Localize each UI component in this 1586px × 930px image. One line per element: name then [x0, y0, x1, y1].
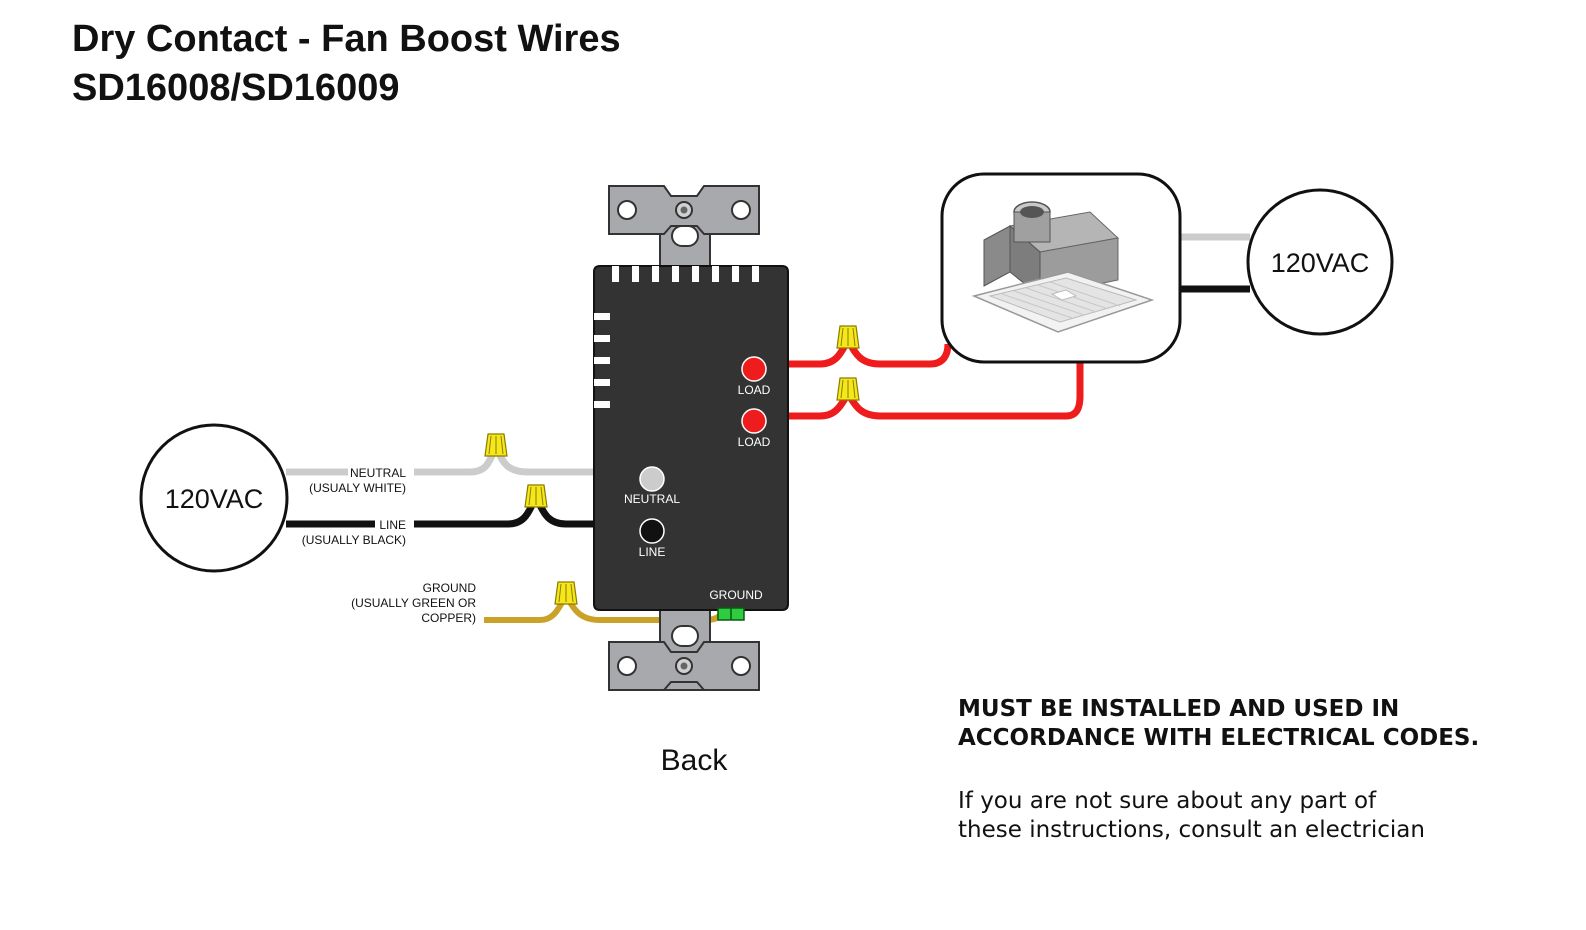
- power-source-left: 120VAC: [139, 423, 289, 573]
- load-wire-nut-2: [836, 377, 860, 401]
- ground-wire-note-2: COPPER): [421, 611, 476, 625]
- neutral-terminal: [639, 466, 665, 492]
- line-wire-nut: [524, 484, 548, 508]
- line-wire-note: (USUALLY BLACK): [302, 533, 406, 547]
- wires: [286, 233, 1250, 623]
- power-source-right: 120VAC: [1246, 188, 1394, 336]
- neutral-wire-label: NEUTRAL: [350, 466, 406, 480]
- power-source-left-label: 120VAC: [165, 484, 264, 514]
- body-top-vents: [612, 266, 759, 282]
- neutral-wire-note: (USUALY WHITE): [309, 481, 406, 495]
- bottom-mounting-slot: [671, 625, 699, 647]
- ground-terminal-label: GROUND: [709, 588, 763, 602]
- power-source-right-label: 120VAC: [1271, 248, 1370, 278]
- line-wire-label: LINE: [379, 518, 406, 532]
- neutral-terminal-label: NEUTRAL: [624, 492, 680, 506]
- consult-electrician-notice-line-1: If you are not sure about any part of: [958, 788, 1377, 814]
- load-terminal-1: [741, 356, 767, 382]
- electrical-codes-notice-line-1: MUST BE INSTALLED AND USED IN: [958, 696, 1400, 722]
- load-wire-nut-1: [836, 325, 860, 349]
- consult-electrician-notice: If you are not sure about any part of th…: [958, 787, 1425, 846]
- line-terminal: [639, 518, 665, 544]
- diagram-subtitle: SD16008/SD16009: [72, 67, 400, 109]
- ground-wire-nut: [554, 581, 578, 605]
- top-mounting-slot: [671, 225, 699, 247]
- line-terminal-label: LINE: [639, 545, 666, 559]
- neutral-wire-nut: [484, 433, 508, 457]
- electrical-codes-notice: MUST BE INSTALLED AND USED IN ACCORDANCE…: [958, 695, 1479, 754]
- line-wire: [286, 492, 640, 528]
- view-label: Back: [661, 744, 729, 777]
- load-terminal-2-label: LOAD: [738, 435, 771, 449]
- exhaust-fan-icon: [971, 201, 1155, 333]
- consult-electrician-notice-line-2: these instructions, consult an electrici…: [958, 817, 1425, 844]
- diagram-title: Dry Contact - Fan Boost Wires: [72, 18, 621, 60]
- load-wire-2: [744, 358, 1084, 420]
- neutral-wire: [286, 442, 640, 476]
- fan-unit: [940, 172, 1182, 364]
- ground-wire-note-1: (USUALLY GREEN OR: [351, 596, 476, 610]
- body-side-vents: [594, 313, 610, 408]
- electrical-codes-notice-line-2: ACCORDANCE WITH ELECTRICAL CODES.: [958, 725, 1480, 752]
- load-terminal-1-label: LOAD: [738, 383, 771, 397]
- ground-wire-label: GROUND: [423, 581, 477, 595]
- switch-device: GROUND LOAD LOAD NEUTRAL LINE: [593, 185, 789, 691]
- load-wire-1: [744, 333, 952, 368]
- load-terminal-2: [741, 408, 767, 434]
